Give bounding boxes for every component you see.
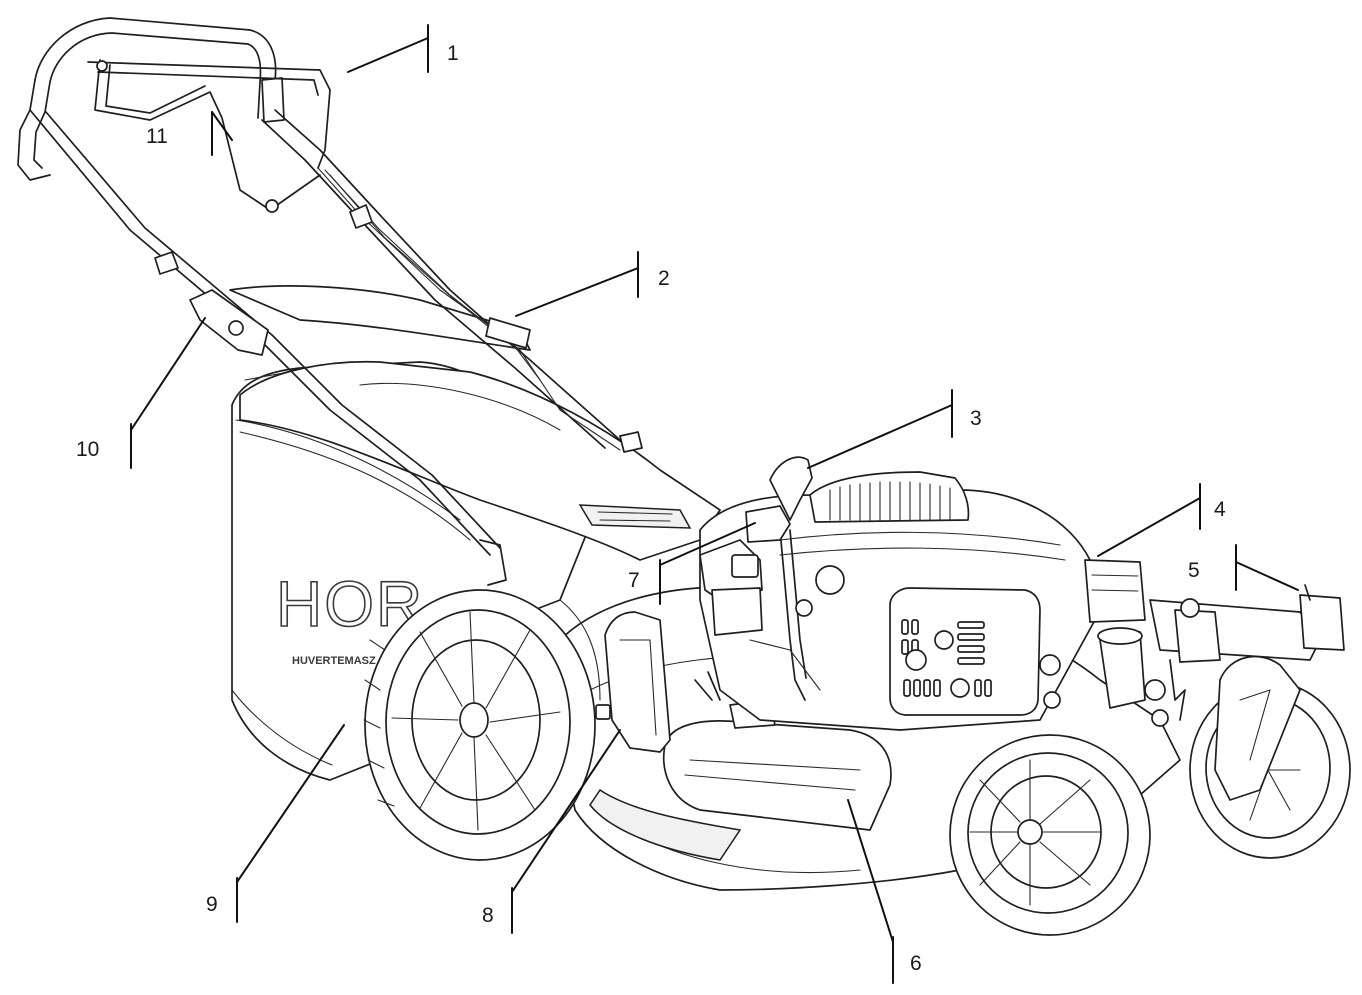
leader-9 [236,724,345,883]
brand-logo-text: HOR [276,568,424,640]
callout-label-1: 1 [447,42,459,65]
leader-8 [511,729,621,893]
rear-wheel-spokes [391,611,561,831]
callout-label-11: 11 [146,125,168,148]
leader-6 [847,799,894,943]
front-wheel-spokes [969,759,1101,906]
callout-label-7: 7 [628,569,640,592]
leader-5 [1235,561,1299,591]
rear-height-adjuster [595,611,671,753]
callout-label-6: 6 [910,952,922,975]
leader-2 [515,267,639,317]
front-wheel [949,734,1151,936]
bag-top-cover [229,285,721,561]
callout-label-10: 10 [76,438,99,461]
callout-label-3: 3 [970,407,982,430]
leader-1 [347,37,429,73]
engine-faceplate-vents [901,619,992,698]
leader-4 [1097,497,1201,557]
callout-labels: 1 2 3 4 5 6 7 8 9 10 11 [76,42,1226,975]
handle-assembly [17,17,643,586]
callout-label-5: 5 [1188,559,1200,582]
leader-3 [807,404,953,469]
leader-10 [130,317,206,431]
engine [699,456,1146,731]
callout-leaders [130,24,1299,984]
leader-11 [211,111,233,141]
rear-wheel [363,589,601,861]
callout-label-8: 8 [482,904,494,927]
callout-label-9: 9 [206,893,218,916]
brand-subtext: HUVERTEMASZ [292,655,376,667]
callout-label-4: 4 [1214,498,1226,521]
leader-7 [659,522,756,566]
front-drive-linkage [1039,584,1345,801]
engine-cooling-grille [829,481,951,521]
callout-label-2: 2 [658,267,670,290]
